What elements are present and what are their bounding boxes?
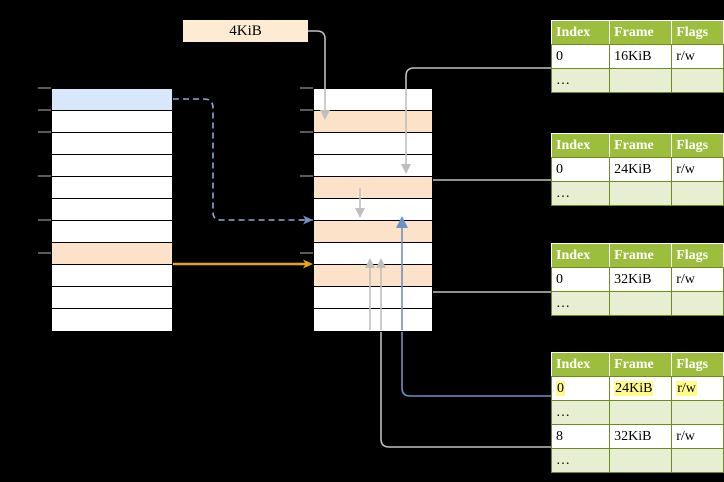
page-table-4-r1-frame [609,400,673,425]
page-table-4-r0-frame: 24KiB [609,376,673,401]
page-table-4-r3-index: … [550,448,611,473]
page-table-3-r1-flags [671,291,724,316]
page-table-2-header-flags: Flags [671,133,724,158]
page-table-3-r0-frame: 32KiB [609,267,673,292]
physical-row-2 [314,133,432,155]
table-row: 0 32KiB r/w [550,267,724,292]
physical-row-ticks [300,87,313,254]
page-table-1-r1-flags [671,68,724,93]
virtual-row-9 [52,287,172,309]
page-table-2-header-index: Index [550,133,611,158]
page-table-3-header-row: Index Frame Flags [550,243,724,268]
page-table-3-header-flags: Flags [671,243,724,268]
page-table-4-header-flags: Flags [671,352,724,377]
table-row: 0 24KiB r/w [550,376,724,401]
virtual-row-3 [52,155,172,177]
page-table-4-header-row: Index Frame Flags [550,352,724,377]
virtual-row-1 [52,111,172,133]
page-table-1-header-flags: Flags [671,20,724,45]
wire-pt1-to-physical [402,67,551,174]
page-table-4-r0-index-value: 0 [556,380,565,396]
physical-row-4 [314,177,432,199]
physical-address-space-column [313,88,433,332]
table-row: … [550,291,724,316]
virtual-row-10 [52,309,172,331]
virtual-row-2 [52,133,172,155]
page-table-4-r0-frame-value: 24KiB [614,380,654,396]
page-table-4-header-frame: Frame [609,352,673,377]
page-table-1-r0-frame: 16KiB [609,44,673,69]
virtual-row-4 [52,177,172,199]
page-table-3-header-index: Index [550,243,611,268]
page-table-4-r0-index: 0 [550,376,611,401]
virtual-row-8 [52,265,172,287]
table-row: 0 24KiB r/w [550,157,724,182]
physical-row-3 [314,155,432,177]
page-table-2-header-frame: Frame [609,133,673,158]
page-table-2-r1-frame [609,181,673,206]
page-table-2-r1-flags [671,181,724,206]
virtual-row-ticks [38,87,51,254]
page-table-3-header-frame: Frame [609,243,673,268]
page-table-2: Index Frame Flags 0 24KiB r/w … [550,133,724,206]
virtual-row-6 [52,221,172,243]
page-table-4-header-index: Index [550,352,611,377]
page-table-1-r1-frame [609,68,673,93]
physical-row-1 [314,111,432,133]
page-table-2-r0-frame: 24KiB [609,157,673,182]
physical-row-9 [314,287,432,309]
page-table-2-header-row: Index Frame Flags [550,133,724,158]
page-table-1-header-index: Index [550,20,611,45]
page-table-3: Index Frame Flags 0 32KiB r/w … [550,243,724,316]
page-table-1-r0-index: 0 [550,44,611,69]
table-row: … [550,448,724,473]
page-table-2-r0-index: 0 [550,157,611,182]
page-table-1: Index Frame Flags 0 16KiB r/w … [550,20,724,93]
page-table-1-r0-flags: r/w [671,44,724,69]
page-table-2-r0-flags: r/w [671,157,724,182]
wire-size-label-to-physical [308,30,329,120]
page-table-4-r2-index: 8 [550,424,611,449]
virtual-row-7 [52,243,172,265]
physical-row-7 [314,243,432,265]
page-table-4-r0-flags-value: r/w [676,380,697,396]
page-table-4-r3-flags [671,448,724,473]
physical-row-8 [314,265,432,287]
page-table-3-r0-index: 0 [550,267,611,292]
physical-row-0 [314,89,432,111]
physical-row-10 [314,309,432,331]
virtual-row-5 [52,199,172,221]
page-table-3-r1-index: … [550,291,611,316]
page-table-4-r1-flags [671,400,724,425]
virtual-row-0 [52,89,172,111]
page-table-3-r0-flags: r/w [671,267,724,292]
table-row: … [550,68,724,93]
physical-row-6 [314,221,432,243]
virtual-address-space-column [51,88,173,332]
page-table-4-r2-flags: r/w [671,424,724,449]
page-table-1-header-row: Index Frame Flags [550,20,724,45]
page-table-4-r0-flags: r/w [671,376,724,401]
page-table-2-r1-index: … [550,181,611,206]
physical-row-5 [314,199,432,221]
table-row: … [550,181,724,206]
wire-pt4-row0-to-physical [397,217,551,397]
page-size-label: 4KiB [183,20,308,42]
table-row: 0 16KiB r/w [550,44,724,69]
page-table-4-r3-frame [609,448,673,473]
page-table-4: Index Frame Flags 0 24KiB r/w … 8 32KiB … [550,352,724,473]
page-table-3-r1-frame [609,291,673,316]
page-table-1-r1-index: … [550,68,611,93]
wire-pt4-row8-to-physical [377,258,551,448]
page-table-4-r2-frame: 32KiB [609,424,673,449]
page-table-1-header-frame: Frame [609,20,673,45]
wire-virtual-blue-to-physical [173,98,313,225]
table-row: … [550,400,724,425]
page-table-4-r1-index: … [550,400,611,425]
table-row: 8 32KiB r/w [550,424,724,449]
